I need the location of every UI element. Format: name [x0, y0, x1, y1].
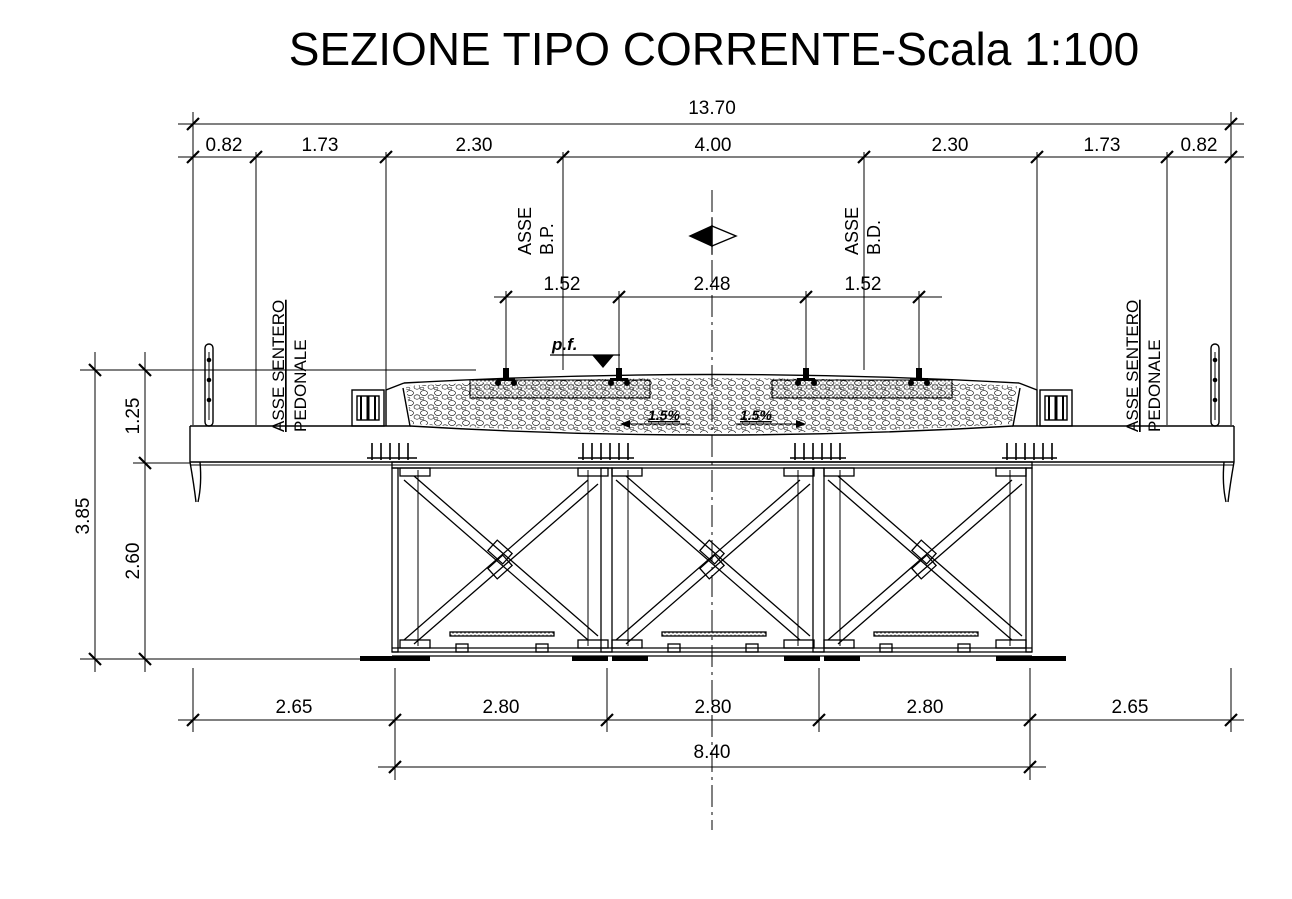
rail-icon [795, 368, 817, 386]
dim-overall-width: 13.70 [688, 98, 736, 119]
rail-icon [908, 368, 930, 386]
top-dimension-lines [178, 112, 1244, 425]
center-axis-symbol-icon [688, 218, 738, 254]
rail-level-marker: p.f. [80, 335, 620, 371]
dim-rail-2: 2.48 [694, 274, 731, 295]
dim-bottom-2: 2.80 [483, 697, 520, 718]
dim-height-total: 3.85 [73, 498, 94, 535]
slope-left: 1.5% [620, 407, 690, 428]
track-axis-left: ASSE B.P. [515, 207, 557, 255]
dim-top-5: 2.30 [932, 135, 969, 156]
dim-bottom-1: 2.65 [276, 697, 313, 718]
walkway-axis-left-line1: ASSE SENTERO [269, 300, 288, 432]
cable-duct-left [351, 389, 385, 427]
drawing-title: SEZIONE TIPO CORRENTE-Scala 1:100 [289, 23, 1139, 75]
dim-rail-3: 1.52 [845, 274, 882, 295]
dim-height-truss: 2.60 [123, 543, 144, 580]
cable-duct-right [1039, 389, 1073, 427]
track-axis-left-line2: B.P. [537, 223, 557, 255]
shear-connectors [367, 443, 1057, 460]
walkway-axis-right: ASSE SENTERO PEDONALE [1123, 300, 1164, 432]
slope-left-label: 1.5% [648, 407, 680, 423]
dim-bottom-4: 2.80 [907, 697, 944, 718]
dim-top-7: 0.82 [1181, 135, 1218, 156]
railing-left [204, 343, 214, 427]
walkway-axis-right-line2: PEDONALE [1145, 339, 1164, 432]
dim-top-4: 4.00 [695, 135, 732, 156]
rails [495, 368, 930, 386]
dim-top-3: 2.30 [456, 135, 493, 156]
track-axis-right: ASSE B.D. [842, 207, 884, 255]
track-axis-left-line1: ASSE [515, 207, 535, 255]
rail-icon [495, 368, 517, 386]
dim-truss-width: 8.40 [694, 742, 731, 763]
walkway-axis-left-line2: PEDONALE [291, 339, 310, 432]
slope-right-label: 1.5% [740, 407, 772, 423]
dim-top-2: 1.73 [302, 135, 339, 156]
track-axis-right-line1: ASSE [842, 207, 862, 255]
dim-bottom-3: 2.80 [695, 697, 732, 718]
support-pads [360, 656, 1066, 661]
rail-dimension-line [494, 290, 942, 376]
dim-height-deck: 1.25 [123, 398, 144, 435]
dim-top-1: 0.82 [206, 135, 243, 156]
railing-right [1210, 343, 1220, 427]
steel-truss [391, 461, 1033, 657]
walkway-axis-right-line1: ASSE SENTERO [1123, 300, 1142, 432]
dim-bottom-5: 2.65 [1112, 697, 1149, 718]
dim-rail-1: 1.52 [544, 274, 581, 295]
rail-level-label: p.f. [551, 335, 578, 354]
walkway-axis-left: ASSE SENTERO PEDONALE [269, 300, 310, 432]
slope-right: 1.5% [736, 407, 806, 428]
bottom-dimension-lines [178, 668, 1244, 780]
track-axis-right-line2: B.D. [864, 220, 884, 255]
rail-icon [608, 368, 630, 386]
left-height-dimensions [80, 352, 360, 672]
dim-top-6: 1.73 [1084, 135, 1121, 156]
